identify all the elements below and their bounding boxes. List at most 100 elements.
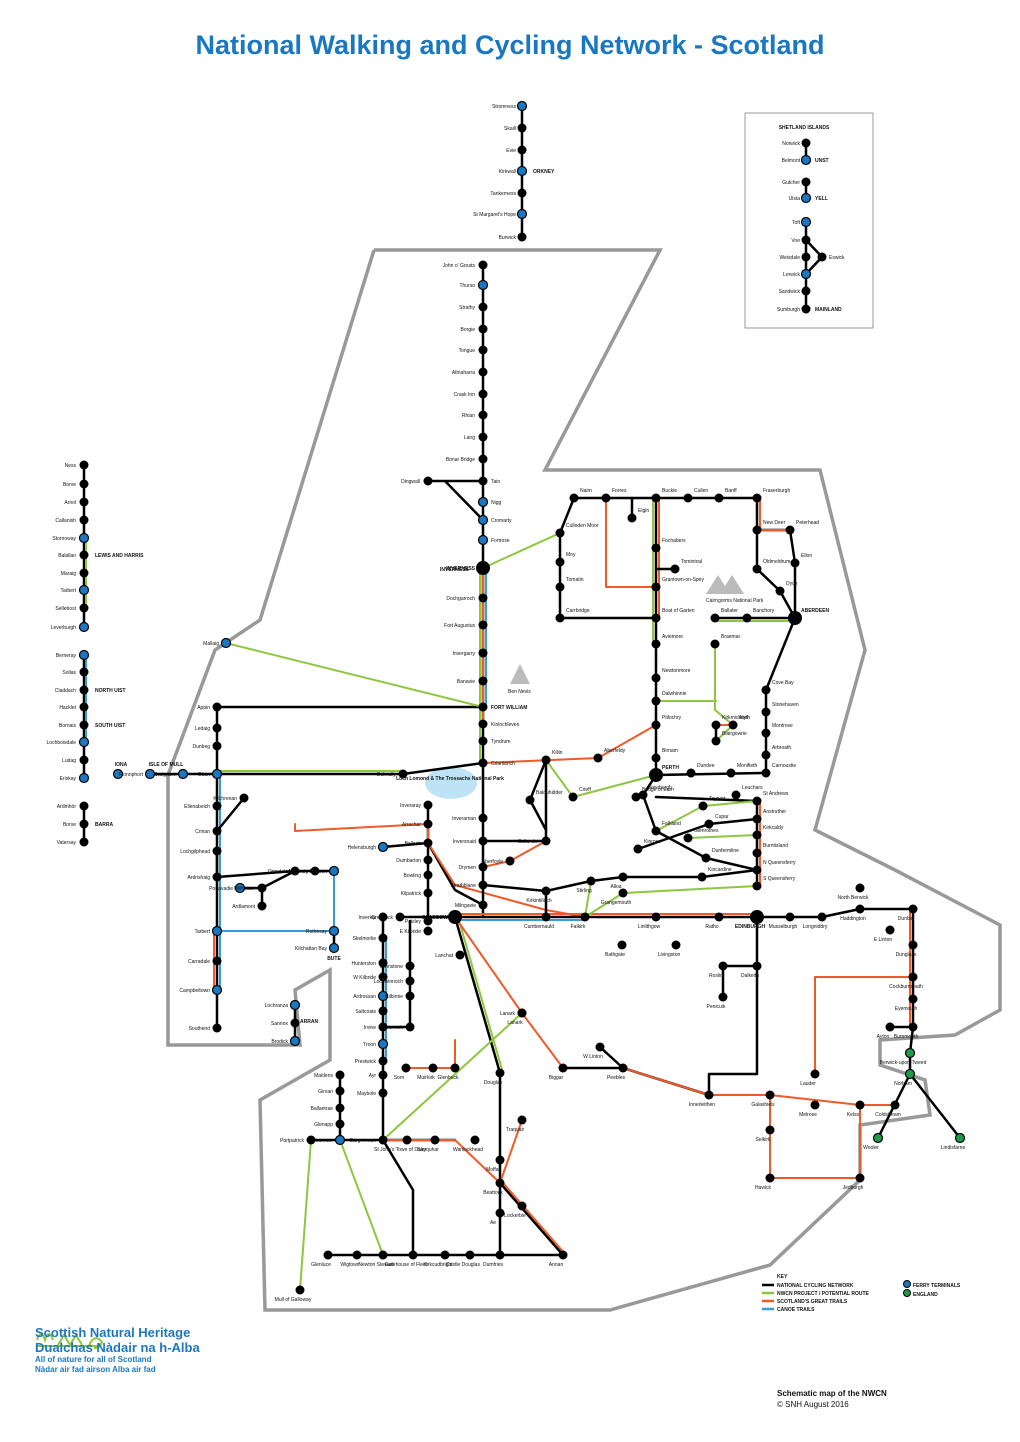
stop-w-callander xyxy=(541,836,551,846)
label-kilbirnie: Kilbirnie xyxy=(385,994,403,1000)
stop-ne-dalwhinnie xyxy=(651,696,661,706)
stop-s-musselburgh xyxy=(785,912,795,922)
label-selkirk: Selkirk xyxy=(755,1137,771,1143)
route-stirling-falkirk xyxy=(584,880,592,918)
stop-w-kilbirnie xyxy=(405,991,415,1001)
label-kilchattan: Kilchattan Bay xyxy=(295,946,327,952)
label-nairn: Nairn xyxy=(580,488,592,494)
label-wi-19: Borve xyxy=(63,822,76,828)
tagline-en: All of nature for all of Scotland xyxy=(35,1355,152,1364)
label-wi-16: Ludag xyxy=(62,758,76,764)
stop-shetland-5 xyxy=(801,235,811,245)
route-southern-upland-east xyxy=(814,976,914,1075)
label-hunterston: Hunterston xyxy=(352,961,377,967)
stop-ne-dunfermline xyxy=(701,853,711,863)
label-john_o_groats: John o' Groats xyxy=(443,263,476,269)
stop-w-inverarnan xyxy=(478,813,488,823)
label-aviemore: Aviemore xyxy=(662,634,683,640)
label-e_kilbride: E Kilbride xyxy=(400,929,422,935)
label-rothesay: Rothesay xyxy=(306,929,328,935)
stop-w-lochgilphead xyxy=(212,846,222,856)
stop-main-tain xyxy=(478,476,488,486)
label-bathgate: Bathgate xyxy=(605,952,625,958)
stop-s-innerleithen xyxy=(704,1090,714,1100)
stop-ne-stonehaven xyxy=(761,707,771,717)
label-kirkmichael: Kirkmichael xyxy=(722,715,748,721)
label-new_deer: New Deer xyxy=(763,520,786,526)
label-kinross: Kinross xyxy=(644,839,661,845)
stops xyxy=(78,100,966,1295)
label-lochgilphead: Lochgilphead xyxy=(180,849,210,855)
label-berwick: Berwick-upon-Tweed xyxy=(880,1060,927,1066)
label-muirkirk: Muirkirk xyxy=(417,1075,435,1081)
stop-wi-11 xyxy=(79,667,89,677)
label-rhian: Rhian xyxy=(462,413,475,419)
label-sannox: Sannox xyxy=(271,1021,288,1027)
label-kincardine: Kincardine xyxy=(708,867,732,873)
stop-main-crianlarich xyxy=(478,758,488,768)
stop-main-rhian xyxy=(478,410,488,420)
stop-w-strathblane xyxy=(478,880,488,890)
label-shetland-0: Norwick xyxy=(782,141,800,147)
label-bridge_earn: Bridge of Earn xyxy=(642,787,674,793)
legend-item-ncn: NATIONAL CYCLING NETWORK xyxy=(777,1283,854,1289)
label-aberfeldy: Aberfeldy xyxy=(604,748,626,754)
label-wi-5: Balallan xyxy=(58,553,76,559)
stop-main-fort_william xyxy=(478,702,488,712)
stop-w-ardrossan xyxy=(377,990,389,1002)
label-glenbuck: Glenbuck xyxy=(437,1075,459,1081)
stop-s-stirling xyxy=(586,876,596,886)
stop-wi-13 xyxy=(79,702,89,712)
stop-s-longniddry xyxy=(817,912,827,922)
label-stranraer: Stranraer xyxy=(312,1138,333,1144)
stop-w-ellenabeich xyxy=(212,801,222,811)
route-clyde-green xyxy=(457,916,504,1074)
label-dingwall: Dingwall xyxy=(401,479,420,485)
label-falkirk: Falkirk xyxy=(571,924,586,930)
label-tarbert_kintyre: Tarbert xyxy=(194,929,210,935)
routes xyxy=(82,104,962,1291)
label-arbroath: Arbroath xyxy=(772,745,791,751)
label-ormidale: Ormidale xyxy=(268,869,289,875)
stop-wi-3 xyxy=(79,515,89,525)
stop-w-ayr xyxy=(378,1070,388,1080)
route-helensburgh xyxy=(381,841,485,907)
stop-w-crinan xyxy=(212,826,222,836)
label-n_queensferry: N Queensferry xyxy=(763,860,796,866)
label-drymen: Drymen xyxy=(458,865,476,871)
stop-ne-banff xyxy=(714,493,724,503)
stop-ne-pitlochry xyxy=(651,720,661,730)
label-tomintoul: Tomintoul xyxy=(681,559,702,565)
stop-w-prestwick xyxy=(378,1056,388,1066)
stop-ne-newburgh xyxy=(638,790,648,800)
region-outlines xyxy=(166,248,1002,1312)
stop-w-kilchattan xyxy=(328,942,340,954)
stop-s-moffat xyxy=(495,1155,505,1165)
stop-s-kirkcudbright xyxy=(440,1250,450,1260)
label-fort_augustus: Fort Augustus xyxy=(444,623,475,629)
label-fortrose: Fortrose xyxy=(491,538,510,544)
label-pitlochry: Pitlochry xyxy=(662,715,682,721)
stop-s-muirkirk xyxy=(428,1063,438,1073)
label-banavie: Banavie xyxy=(457,679,475,685)
stop-ne-braemar xyxy=(710,639,720,649)
label-carrbridge: Carrbridge xyxy=(566,608,590,614)
label-crask: Crask Inn xyxy=(454,392,476,398)
stop-main-bettyhill xyxy=(478,324,488,334)
label-jedburgh: Jedburgh xyxy=(843,1185,864,1191)
legend-item-great-trails: SCOTLAND'S GREAT TRAILS xyxy=(777,1299,848,1305)
label-paisley: Paisley xyxy=(405,919,422,925)
stop-w-brodick xyxy=(289,1035,301,1047)
stop-s-burnmouth xyxy=(908,1022,918,1032)
label-annan: Annan xyxy=(549,1262,564,1268)
label-moy: Moy xyxy=(566,552,576,558)
stop-ne-nairn xyxy=(569,493,579,503)
label-shetland-6: Weisdale xyxy=(780,255,801,261)
label-ballantrae: Ballantrae xyxy=(310,1106,333,1112)
label-dyce: Dyce xyxy=(786,581,798,587)
label-haddington: Haddington xyxy=(840,916,866,922)
label-mallaig: Mallaig xyxy=(203,641,219,647)
stop-s-bathgate xyxy=(617,940,627,950)
label-ledaig: Ledaig xyxy=(195,726,210,732)
